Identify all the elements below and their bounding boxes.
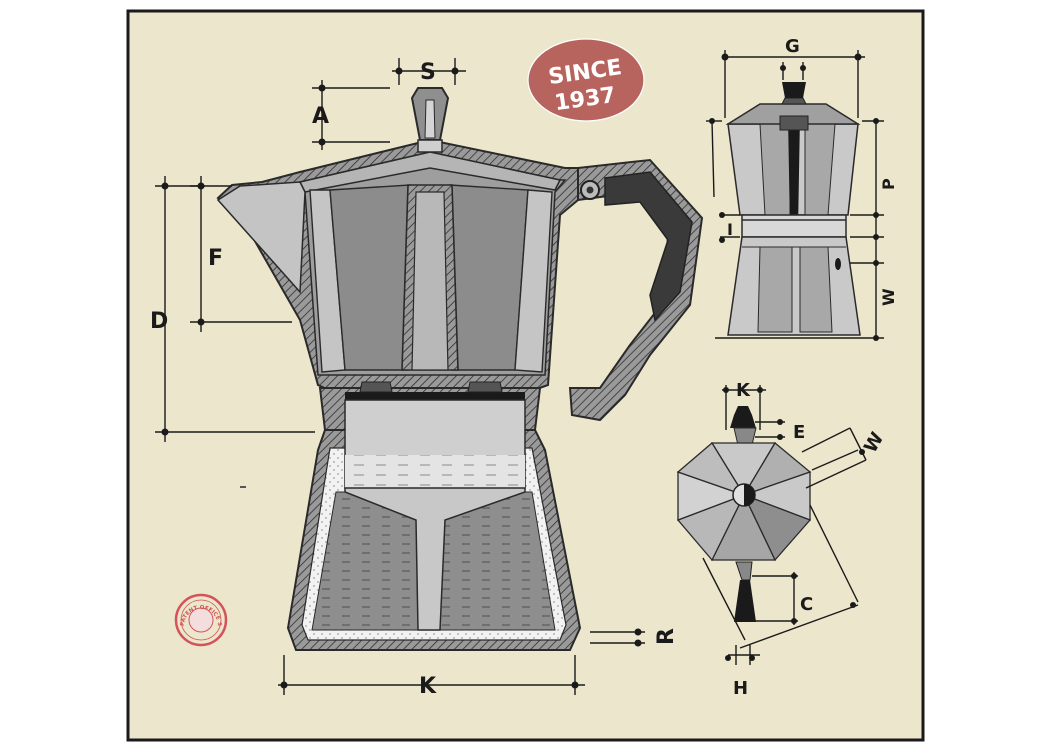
dim-label-k-main: K	[419, 674, 437, 699]
dim-label-w-side: W	[879, 288, 898, 306]
dim-label-p: P	[879, 178, 898, 190]
dim-label-e: E	[793, 422, 805, 443]
dim-label-k-top: K	[736, 380, 751, 401]
dim-label-a: A	[312, 104, 329, 129]
dim-label-h: H	[733, 678, 748, 699]
handle-grip	[604, 171, 693, 322]
gasket	[345, 392, 525, 401]
side-dimension-lines: G I P W	[706, 36, 898, 341]
dim-label-c: C	[800, 594, 813, 615]
side-view	[725, 82, 861, 336]
spout	[216, 181, 306, 294]
funnel-stem	[344, 487, 526, 631]
top-view	[676, 406, 812, 622]
main-dimension-lines: S A F D K R	[150, 58, 679, 699]
dim-label-s: S	[420, 60, 436, 85]
dim-label-r: R	[654, 628, 679, 645]
main-cutaway-view	[216, 87, 704, 651]
since-1937-badge: SINCE 1937	[527, 38, 645, 122]
dim-label-f: F	[208, 246, 223, 271]
dim-label-g: G	[785, 36, 800, 57]
dim-label-d: D	[150, 309, 168, 334]
dim-label-i: I	[727, 220, 733, 239]
